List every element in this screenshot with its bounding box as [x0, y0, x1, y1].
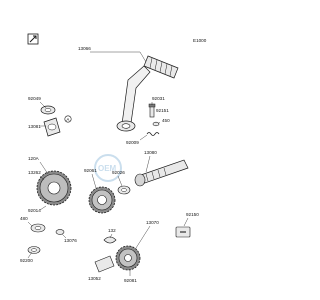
reference-a-icon: A: [64, 115, 72, 123]
watermark-text: OEM: [98, 164, 117, 173]
label-p92200: 92200: [20, 258, 33, 263]
front-arrow-icon: [27, 33, 39, 45]
oem-watermark: OEM: [94, 154, 122, 182]
label-washer-mid: 92061: [84, 168, 97, 173]
boot-part: [40, 105, 56, 115]
washer-small: [152, 121, 160, 127]
leader-lines: [27, 51, 189, 276]
label-p132: 132: [108, 228, 116, 233]
kick-pedal: [116, 55, 179, 132]
label-small-screw: 450: [162, 118, 170, 123]
svg-text:A: A: [66, 117, 69, 122]
washer-stack-left: [27, 223, 65, 254]
label-p92026: 92026: [112, 170, 125, 175]
label-boot: 92049: [28, 96, 41, 101]
diagram-svg: E1000 OEM A: [20, 33, 207, 283]
cap-part: [43, 117, 61, 137]
label-ratchet-gear: 13076: [64, 238, 77, 243]
label-kick-pedal: 13066: [78, 46, 91, 51]
clip-part: [103, 236, 117, 244]
label-p92081: 92081: [124, 278, 137, 283]
kick-shaft: [134, 159, 189, 187]
label-p13052: 13052: [88, 276, 101, 281]
bolt-part: [148, 103, 156, 118]
label-p92014: 92014: [28, 208, 41, 213]
label-spring-holder: 92150: [186, 212, 199, 217]
diagram-code: E1000: [193, 38, 207, 43]
spring-holder: [175, 226, 191, 238]
ratchet-gear: [88, 186, 116, 214]
label-p480: 480: [20, 216, 28, 221]
collar-part: [117, 185, 131, 195]
kick-gear-lower: [115, 245, 141, 271]
label-spring-top: 92009: [126, 140, 139, 145]
guide-plate: [94, 255, 115, 273]
label-washer-a: 92031: [152, 96, 165, 101]
label-idle-gear: 13262: [28, 170, 41, 175]
idle-gear: [36, 170, 72, 206]
label-gear-pack: 120A: [28, 156, 40, 161]
label-shaft: 13080: [144, 150, 157, 155]
label-bolt: 92151: [156, 108, 169, 113]
label-kick-gear: 13070: [146, 220, 159, 225]
label-cap: 13081: [28, 124, 41, 129]
parts-diagram: E1000 OEM A: [20, 33, 207, 283]
spring-part: [146, 132, 160, 136]
